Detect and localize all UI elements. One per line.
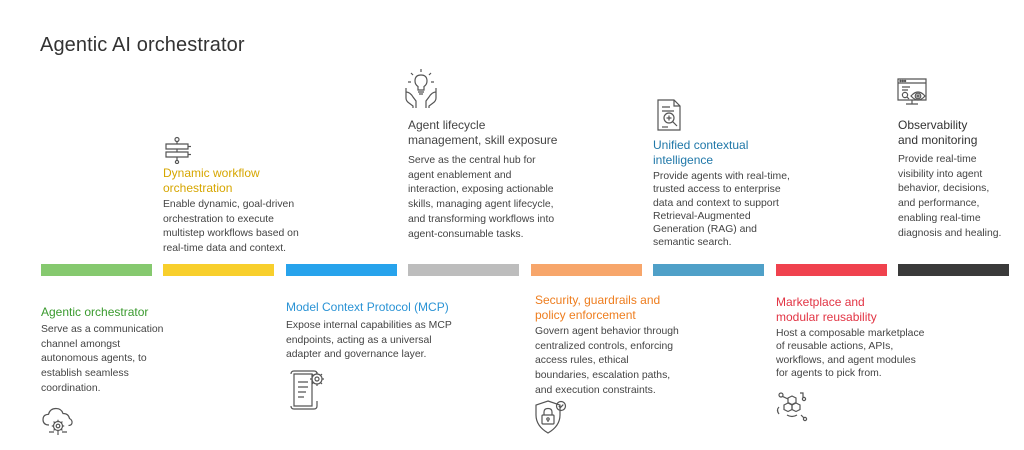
item-heading: Agentic orchestrator: [41, 305, 181, 320]
body-line: visibility into agent: [898, 168, 983, 180]
item-heading: Security, guardrails and policy enforcem…: [535, 293, 710, 323]
body-line: Enable dynamic, goal-driven: [163, 199, 295, 210]
item-heading: Marketplace and modular reusability: [776, 295, 951, 325]
timeline-bar-agentic-orchestrator: [41, 264, 152, 276]
heading-line: management, skill exposure: [408, 133, 558, 147]
heading-line: intelligence: [653, 153, 714, 167]
workflow-icon: [163, 136, 193, 164]
item-description: Enable dynamic, goal-driven orchestratio…: [163, 198, 323, 257]
item-description: Govern agent behavior through centralize…: [535, 325, 710, 399]
timeline-bar-security: [531, 264, 642, 276]
body-line: and execution constraints.: [535, 384, 656, 396]
body-line: agent enablement and: [408, 169, 512, 181]
heading-line: and monitoring: [898, 133, 978, 147]
body-line: agent-consumable tasks.: [408, 228, 524, 240]
timeline-bar-dynamic-workflow: [163, 264, 274, 276]
heading-line: Unified contextual: [653, 138, 749, 152]
body-line: adapter and governance layer.: [286, 349, 427, 361]
item-marketplace: Marketplace and modular reusability Host…: [776, 295, 951, 380]
item-description: Host a composable marketplace of reusabl…: [776, 327, 951, 380]
document-search-icon: [654, 98, 686, 132]
heading-line: Dynamic workflow: [163, 166, 260, 180]
body-line: interaction, exposing actionable: [408, 184, 554, 196]
item-contextual-intelligence: Unified contextual intelligence Provide …: [653, 138, 823, 250]
item-mcp: Model Context Protocol (MCP) Expose inte…: [286, 300, 486, 363]
document-gear-icon: [286, 368, 326, 410]
body-line: multistep workflows based on: [163, 228, 299, 240]
body-line: endpoints, acting as a universal: [286, 334, 432, 346]
body-line: Expose internal capabilities as MCP: [286, 320, 452, 331]
item-heading: Observability and monitoring: [898, 118, 1020, 148]
timeline-bar-contextual-intelligence: [653, 264, 764, 276]
body-line: Provide real-time: [898, 154, 977, 165]
body-line: of reusable actions, APIs,: [776, 341, 894, 353]
item-description: Serve as a communication channel amongst…: [41, 323, 181, 397]
item-observability: Observability and monitoring Provide rea…: [898, 118, 1020, 241]
body-line: data and context to support: [653, 197, 779, 209]
item-description: Expose internal capabilities as MCP endp…: [286, 319, 486, 363]
body-line: Govern agent behavior through: [535, 326, 679, 337]
heading-line: modular reusability: [776, 310, 877, 324]
body-line: enabling real-time: [898, 212, 981, 224]
body-line: Provide agents with real-time,: [653, 171, 790, 182]
item-heading: Unified contextual intelligence: [653, 138, 823, 168]
heading-line: Agent lifecycle: [408, 118, 486, 132]
body-line: centralized controls, enforcing: [535, 340, 674, 352]
body-line: orchestration to execute: [163, 213, 274, 225]
body-line: access rules, ethical: [535, 355, 629, 367]
item-description: Serve as the central hub for agent enabl…: [408, 154, 578, 242]
timeline-bar-observability: [898, 264, 1009, 276]
item-security: Security, guardrails and policy enforcem…: [535, 293, 710, 399]
item-agentic-orchestrator: Agentic orchestrator Serve as a communic…: [41, 305, 181, 397]
timeline-bar-agent-lifecycle: [408, 264, 519, 276]
item-heading: Agent lifecycle management, skill exposu…: [408, 118, 578, 148]
body-line: establish seamless: [41, 368, 129, 380]
body-line: and performance,: [898, 198, 980, 210]
hexagon-network-icon: [773, 388, 811, 422]
body-line: diagnosis and healing.: [898, 227, 1002, 239]
timeline-bar-mcp: [286, 264, 397, 276]
item-heading: Dynamic workflow orchestration: [163, 166, 323, 196]
body-line: Generation (RAG) and: [653, 224, 757, 236]
lightbulb-hands-icon: [404, 68, 438, 108]
body-line: coordination.: [41, 382, 101, 394]
heading-line: Marketplace and: [776, 295, 865, 309]
body-line: boundaries, escalation paths,: [535, 370, 671, 382]
timeline-bar-marketplace: [776, 264, 887, 276]
body-line: workflows, and agent modules: [776, 354, 916, 366]
body-line: semantic search.: [653, 237, 732, 249]
item-dynamic-workflow: Dynamic workflow orchestration Enable dy…: [163, 166, 323, 257]
page-title: Agentic AI orchestrator: [40, 34, 245, 56]
heading-line: policy enforcement: [535, 308, 636, 322]
body-line: skills, managing agent lifecycle,: [408, 199, 554, 211]
heading-line: Observability: [898, 118, 968, 132]
body-line: trusted access to enterprise: [653, 184, 781, 196]
body-line: autonomous agents, to: [41, 353, 147, 365]
item-agent-lifecycle: Agent lifecycle management, skill exposu…: [408, 118, 578, 242]
item-description: Provide agents with real-time, trusted a…: [653, 170, 823, 250]
item-heading: Model Context Protocol (MCP): [286, 300, 486, 315]
monitor-eye-icon: [896, 76, 934, 110]
body-line: behavior, decisions,: [898, 183, 990, 195]
heading-line: Agentic orchestrator: [41, 305, 149, 319]
body-line: channel amongst: [41, 338, 121, 350]
item-description: Provide real-time visibility into agent …: [898, 153, 1020, 241]
body-line: and transforming workflows into: [408, 213, 555, 225]
body-line: for agents to pick from.: [776, 367, 882, 379]
heading-line: Security, guardrails and: [535, 293, 661, 307]
body-line: Host a composable marketplace: [776, 328, 925, 339]
body-line: Retrieval-Augmented: [653, 210, 751, 222]
cloud-gear-icon: [40, 405, 76, 437]
body-line: real-time data and context.: [163, 243, 287, 255]
body-line: Serve as a communication: [41, 324, 164, 335]
heading-line: orchestration: [163, 181, 233, 195]
shield-lock-icon: [533, 398, 569, 436]
body-line: Serve as the central hub for: [408, 155, 536, 166]
heading-line: Model Context Protocol (MCP): [286, 300, 449, 314]
